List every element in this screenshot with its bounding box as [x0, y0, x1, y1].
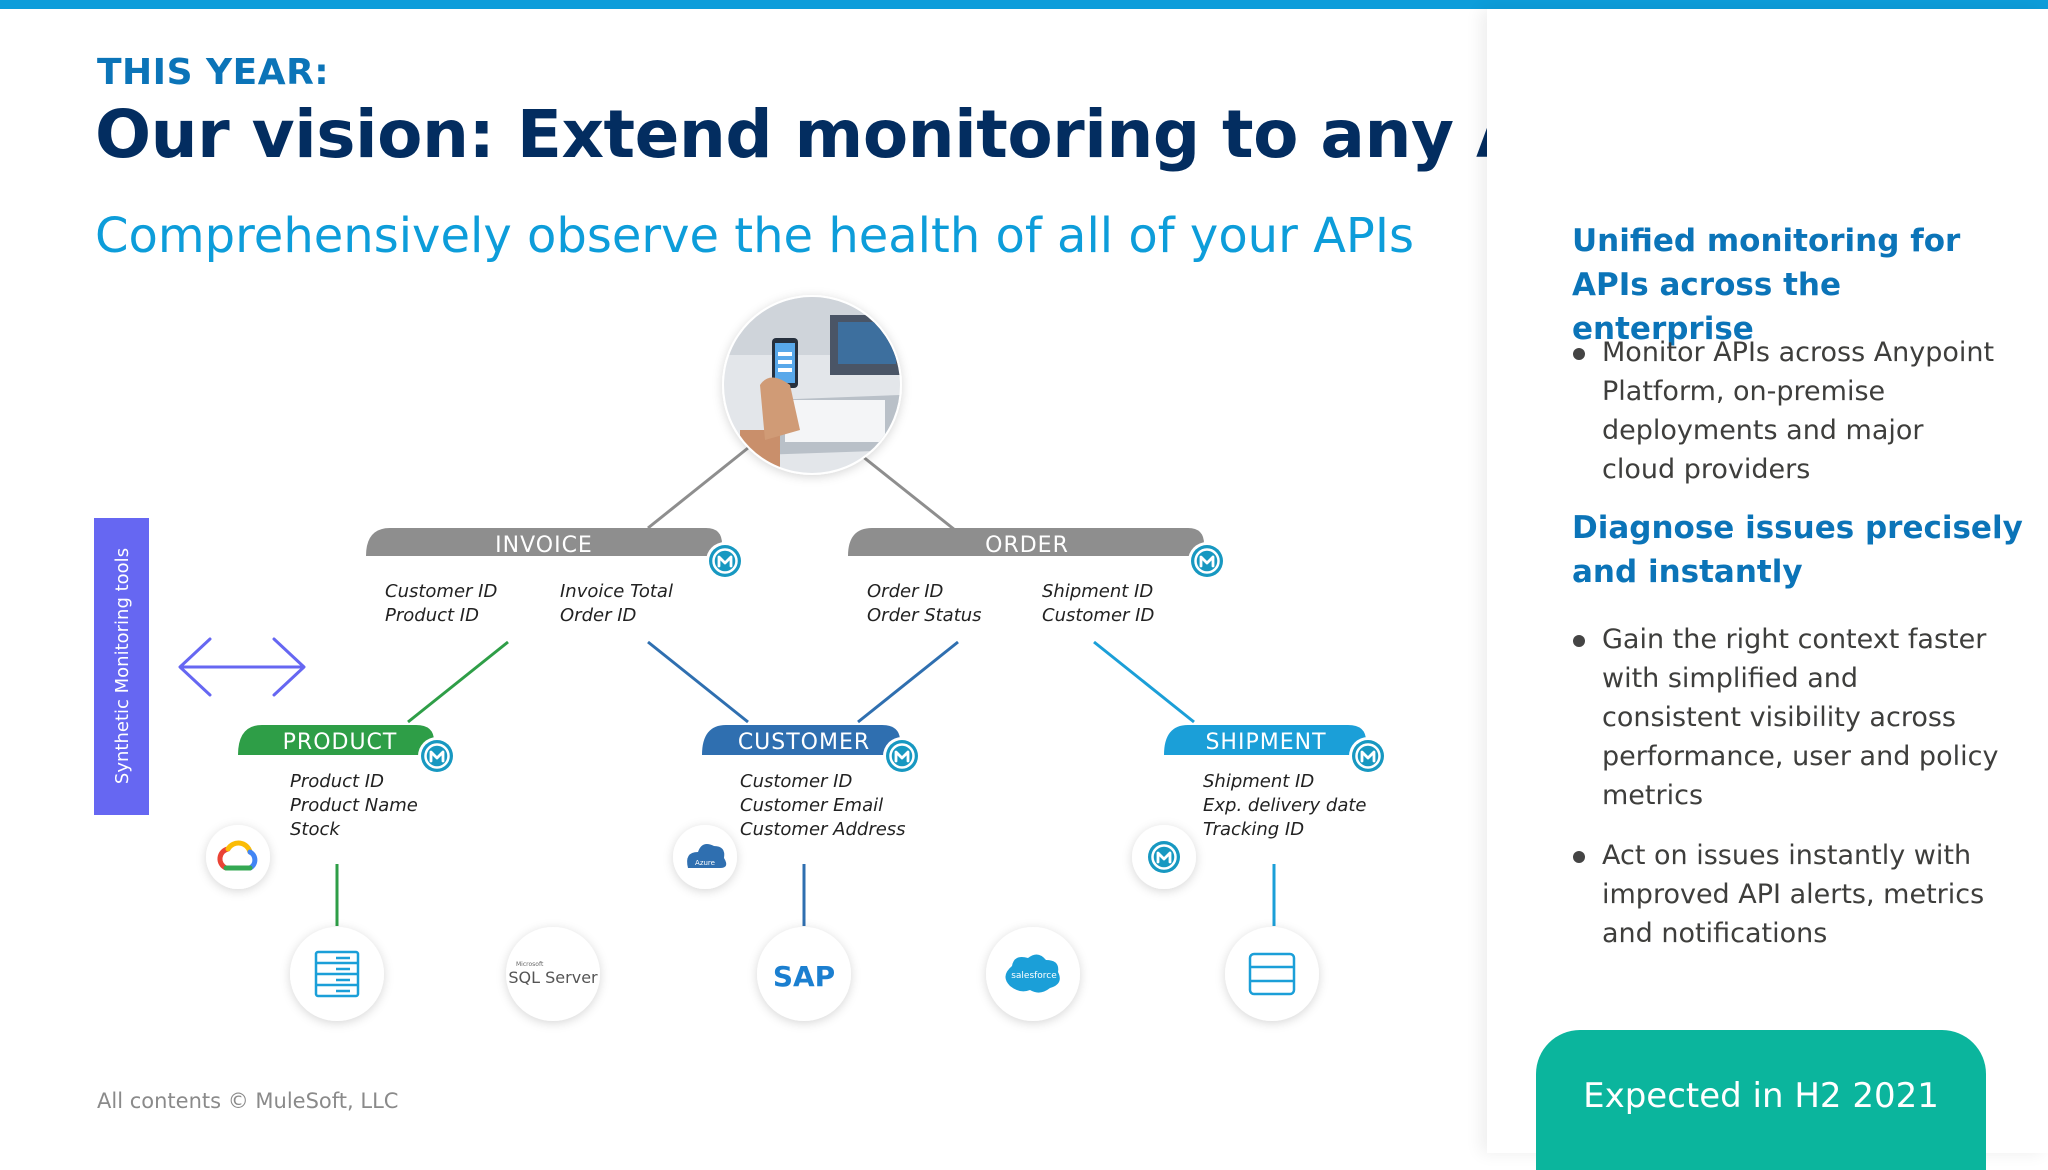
product-node-label: PRODUCT [283, 730, 398, 755]
invoice-node[interactable]: INVOICE Customer ID Product ID Invoice T… [366, 528, 746, 626]
invoice-field: Invoice Total [560, 581, 673, 602]
connector-invoice-customer [647, 640, 749, 724]
salesforce-label: salesforce [1011, 971, 1057, 981]
expected-release-badge: Expected in H2 2021 [1536, 1030, 1986, 1170]
double-arrow-icon [178, 637, 306, 697]
bullet-text: Act on issues instantly with improved AP… [1602, 840, 1985, 949]
invoice-node-label: INVOICE [495, 533, 593, 558]
right-summary-panel: Unified monitoring for APIs across the e… [1487, 9, 2048, 1170]
shipment-field: Exp. delivery date [1203, 795, 1367, 816]
customer-field: Customer Email [740, 795, 883, 816]
connector-photo-order [861, 454, 956, 532]
section-bullets-diagnose-issues: Gain the right context faster with simpl… [1572, 620, 2002, 953]
section-heading-diagnose-issues: Diagnose issues precisely and instantly [1572, 510, 2023, 590]
invoice-field: Product ID [385, 605, 479, 626]
invoice-field: Customer ID [385, 581, 497, 602]
shipment-node-label: SHIPMENT [1205, 730, 1326, 755]
product-field: Stock [290, 819, 341, 840]
customer-node-label: CUSTOMER [738, 730, 870, 755]
mulesoft-icon [1347, 735, 1389, 777]
synthetic-monitoring-label: Synthetic Monitoring tools [112, 548, 133, 784]
order-node-label: ORDER [985, 533, 1069, 558]
user-photo [722, 295, 902, 475]
sql-server-small-label: Microsoft [516, 961, 544, 968]
bullet-dot [1573, 635, 1585, 647]
top-accent-bar [0, 0, 2048, 9]
mulesoft-platform-icon [1132, 825, 1196, 889]
connector-order-shipment [1093, 640, 1195, 724]
bullet-text: Monitor APIs across Anypoint Platform, o… [1602, 337, 1995, 485]
mulesoft-icon [704, 540, 746, 582]
connector-order-customer [857, 640, 959, 724]
customer-field: Customer Address [740, 819, 906, 840]
product-node[interactable]: PRODUCT Product ID Product Name Stock [238, 725, 458, 840]
bullet-dot [1573, 348, 1585, 360]
database-server-icon [290, 927, 384, 1021]
bullet-item: Act on issues instantly with improved AP… [1572, 836, 2002, 953]
storage-icon [1225, 927, 1319, 1021]
slide-title: Our vision: Extend monitoring to any API [95, 96, 1599, 173]
sap-logo: SAP [757, 927, 851, 1021]
connector-invoice-product [407, 640, 509, 724]
order-field: Shipment ID [1042, 581, 1153, 602]
slide-kicker: THIS YEAR: [97, 52, 330, 93]
copyright-footer: All contents © MuleSoft, LLC [97, 1089, 399, 1113]
order-field: Order ID [867, 581, 943, 602]
azure-cloud-icon: Azure [673, 825, 737, 889]
shipment-field: Shipment ID [1203, 771, 1314, 792]
product-field: Product Name [290, 795, 418, 816]
order-field: Order Status [867, 605, 982, 626]
order-field: Customer ID [1042, 605, 1154, 626]
customer-field: Customer ID [740, 771, 852, 792]
bullet-item: Gain the right context faster with simpl… [1572, 620, 2002, 815]
shipment-field: Tracking ID [1203, 819, 1304, 840]
mulesoft-icon [416, 735, 458, 777]
mulesoft-icon [881, 735, 923, 777]
synthetic-monitoring-box [94, 518, 149, 815]
azure-label: Azure [695, 859, 715, 867]
salesforce-logo: salesforce [986, 927, 1080, 1021]
bullet-item: Monitor APIs across Anypoint Platform, o… [1572, 333, 2002, 489]
mulesoft-icon [1186, 540, 1228, 582]
sql-server-logo: Microsoft SQL Server [506, 927, 600, 1021]
invoice-field: Order ID [560, 605, 636, 626]
customer-node[interactable]: CUSTOMER Customer ID Customer Email Cust… [702, 725, 923, 840]
connector-photo-invoice [647, 446, 749, 530]
slide-subtitle: Comprehensively observe the health of al… [95, 208, 1415, 264]
sql-server-label: SQL Server [508, 968, 598, 987]
bullet-dot [1573, 851, 1585, 863]
order-node[interactable]: ORDER Order ID Order Status Shipment ID … [848, 528, 1228, 626]
section-heading-unified-monitoring: Unified monitoring for APIs across the e… [1572, 223, 1961, 347]
section-bullets-unified-monitoring: Monitor APIs across Anypoint Platform, o… [1572, 333, 2002, 489]
shipment-node[interactable]: SHIPMENT Shipment ID Exp. delivery date … [1164, 725, 1389, 840]
product-field: Product ID [290, 771, 384, 792]
api-network-diagram: Synthetic Monitoring tools INVOICE Custo… [94, 295, 1389, 1021]
sap-label: SAP [773, 960, 835, 993]
bullet-text: Gain the right context faster with simpl… [1602, 624, 1999, 811]
google-cloud-icon [206, 825, 270, 889]
